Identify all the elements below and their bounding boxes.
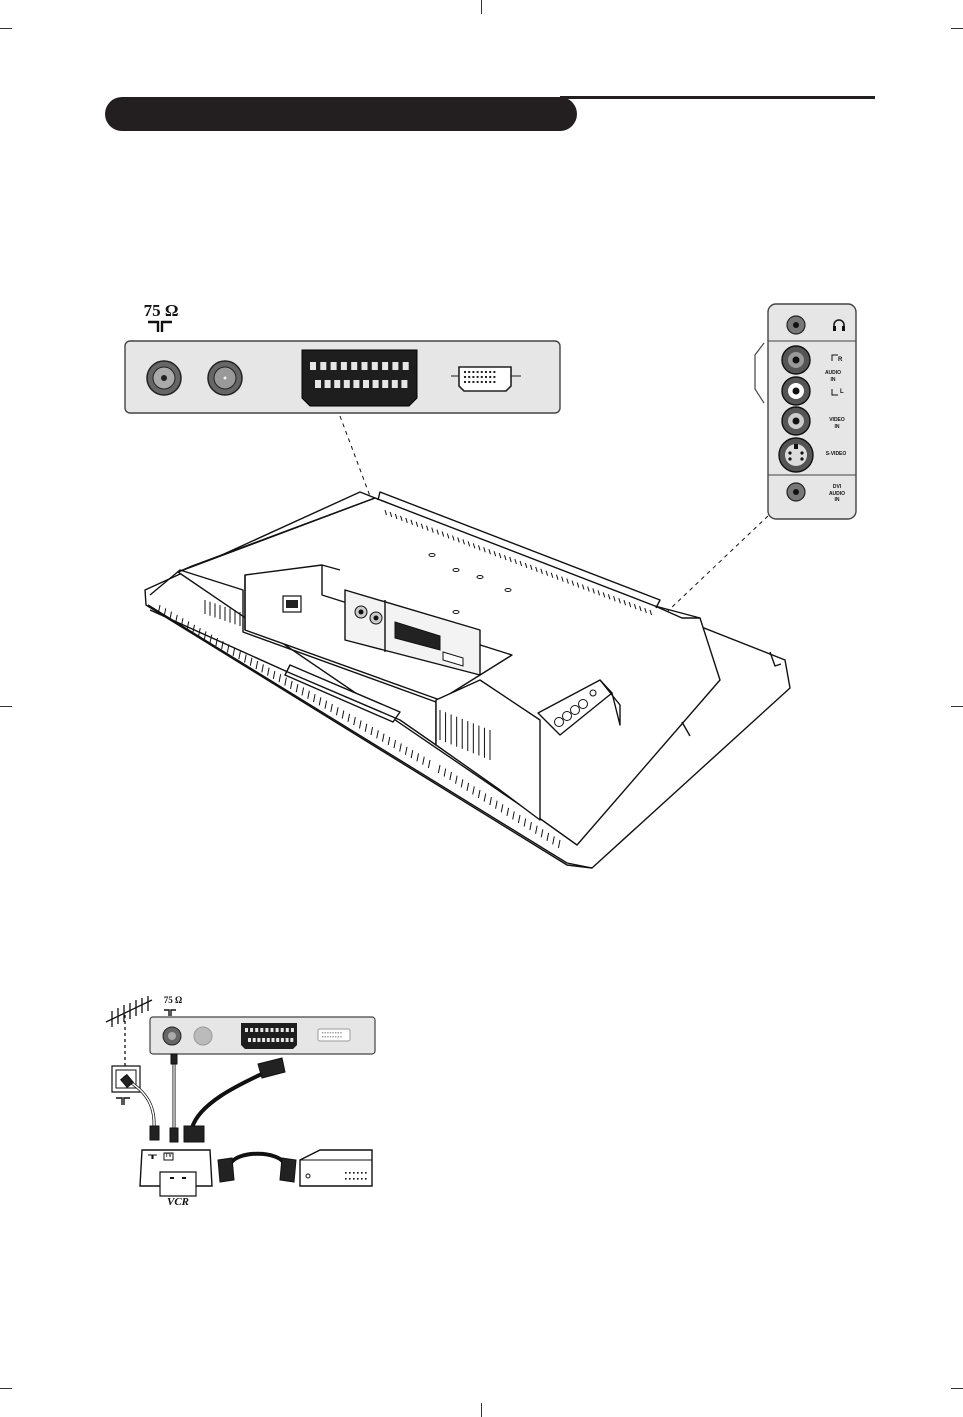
hookup-rear-panel bbox=[150, 1017, 375, 1054]
wall-antenna-symbol-icon bbox=[116, 1098, 130, 1105]
vcr-device bbox=[140, 1150, 212, 1196]
vcr-tv-badge: TV bbox=[164, 1154, 173, 1159]
hookup-antenna-symbol-icon bbox=[164, 1010, 176, 1016]
decoder-device bbox=[300, 1150, 372, 1186]
aerial-antenna-icon bbox=[106, 996, 152, 1068]
vcr-label: VCR bbox=[160, 1197, 196, 1208]
